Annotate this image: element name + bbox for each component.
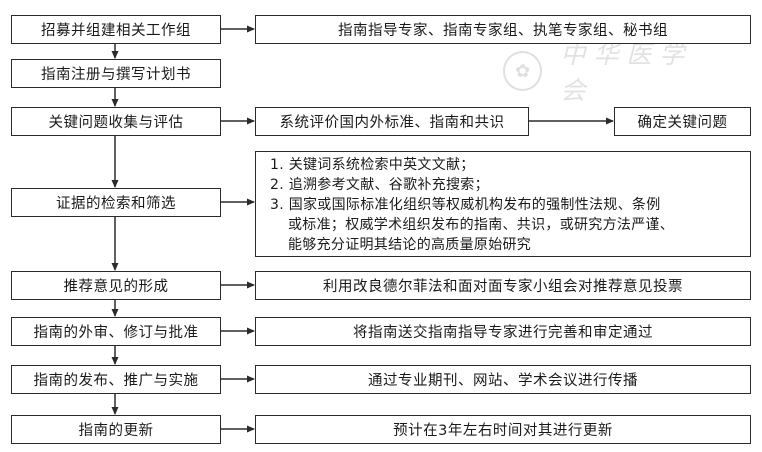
watermark: ✿ 中华医学会 xyxy=(503,40,723,105)
detail-systematic-review: 系统评价国内外标准、指南和共识 xyxy=(255,107,529,136)
detail-text: 预计在3年左右时间对其进行更新 xyxy=(393,423,613,439)
detail-text: 将指南送交指南指导专家进行完善和审定通过 xyxy=(353,325,653,341)
evidence-item-2: 2. 追溯参考文献、谷歌补充搜索； xyxy=(270,177,489,193)
evidence-item-1: 1. 关键词系统检索中英文文献； xyxy=(270,157,475,173)
evidence-item-3: 3. 国家或国际标准化组织等权威机构发布的强制性法规、条例 xyxy=(270,197,661,213)
outcome-key-questions: 确定关键问题 xyxy=(614,107,751,136)
detail-text: 利用改良德尔菲法和面对面专家小组会对推荐意见投票 xyxy=(323,279,683,295)
step-recruit-working-groups: 招募并组建相关工作组 xyxy=(11,15,221,44)
step-label: 指南的外审、修订与批准 xyxy=(33,325,199,341)
step-publication-implementation: 指南的发布、推广与实施 xyxy=(11,365,221,394)
evidence-item-3-cont-2: 能够充分证明其结论的高质量原始研究 xyxy=(288,237,532,253)
step-registration-and-proposal: 指南注册与撰写计划书 xyxy=(11,59,221,88)
step-key-question-collection: 关键问题收集与评估 xyxy=(11,107,221,136)
step-external-review: 指南的外审、修订与批准 xyxy=(11,317,221,346)
step-evidence-search-screening: 证据的检索和筛选 xyxy=(11,188,221,217)
detail-dissemination: 通过专业期刊、网站、学术会议进行传播 xyxy=(255,365,751,394)
step-label: 推荐意见的形成 xyxy=(63,279,169,295)
outcome-text: 确定关键问题 xyxy=(637,115,728,131)
detail-update-schedule: 预计在3年左右时间对其进行更新 xyxy=(255,415,751,444)
step-label: 指南的发布、推广与实施 xyxy=(33,373,199,389)
step-label: 关键问题收集与评估 xyxy=(48,115,184,131)
evidence-item-3-cont-1: 或标准；权威学术组织发布的指南、共识，或研究方法严谨、 xyxy=(288,217,675,233)
detail-delphi-voting: 利用改良德尔菲法和面对面专家小组会对推荐意见投票 xyxy=(255,271,751,300)
detail-text: 指南指导专家、指南专家组、执笔专家组、秘书组 xyxy=(338,23,668,39)
detail-evidence-sources: 1. 关键词系统检索中英文文献； 2. 追溯参考文献、谷歌补充搜索； 3. 国家… xyxy=(255,151,751,257)
step-label: 指南注册与撰写计划书 xyxy=(41,67,191,83)
step-label: 证据的检索和筛选 xyxy=(56,196,176,212)
detail-text: 系统评价国内外标准、指南和共识 xyxy=(279,115,505,131)
detail-text: 通过专业期刊、网站、学术会议进行传播 xyxy=(368,373,638,389)
detail-working-groups: 指南指导专家、指南专家组、执笔专家组、秘书组 xyxy=(255,15,751,44)
society-emblem-icon: ✿ xyxy=(503,51,543,91)
detail-expert-approval: 将指南送交指南指导专家进行完善和审定通过 xyxy=(255,317,751,346)
step-guideline-update: 指南的更新 xyxy=(11,415,221,444)
step-label: 指南的更新 xyxy=(78,423,154,439)
watermark-text: 中华医学会 xyxy=(560,40,693,105)
step-label: 招募并组建相关工作组 xyxy=(41,23,191,39)
step-recommendation-formation: 推荐意见的形成 xyxy=(11,271,221,300)
